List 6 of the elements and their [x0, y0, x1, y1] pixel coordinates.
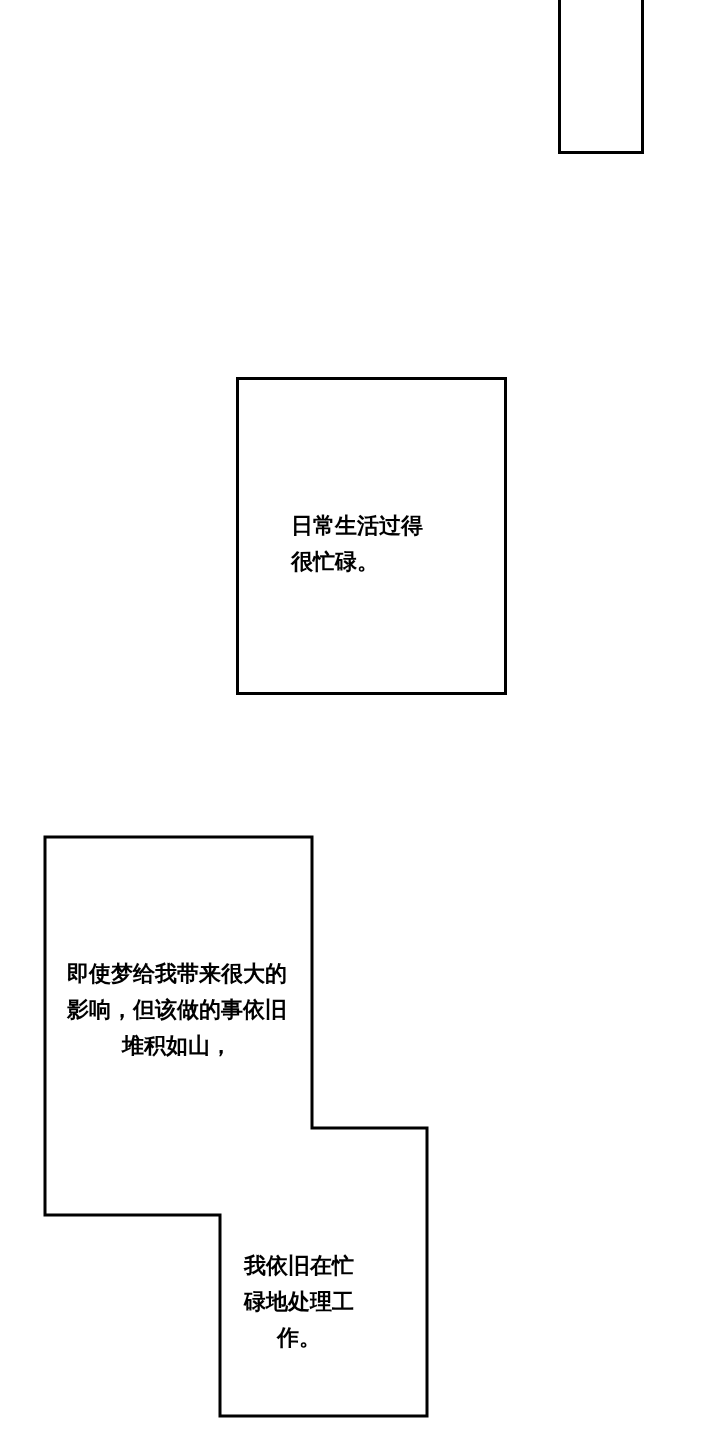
caption-text: 我依旧在忙碌地处理工作。: [242, 1252, 355, 1352]
caption-text: 即使梦给我带来很大的影响，但该做的事依旧堆积如山，: [65, 960, 288, 1060]
caption-panel: [44, 836, 428, 1417]
caption-panel: [236, 377, 507, 695]
comic-panel: [558, 0, 644, 154]
caption-text: 日常生活过得很忙碌。: [291, 512, 424, 576]
